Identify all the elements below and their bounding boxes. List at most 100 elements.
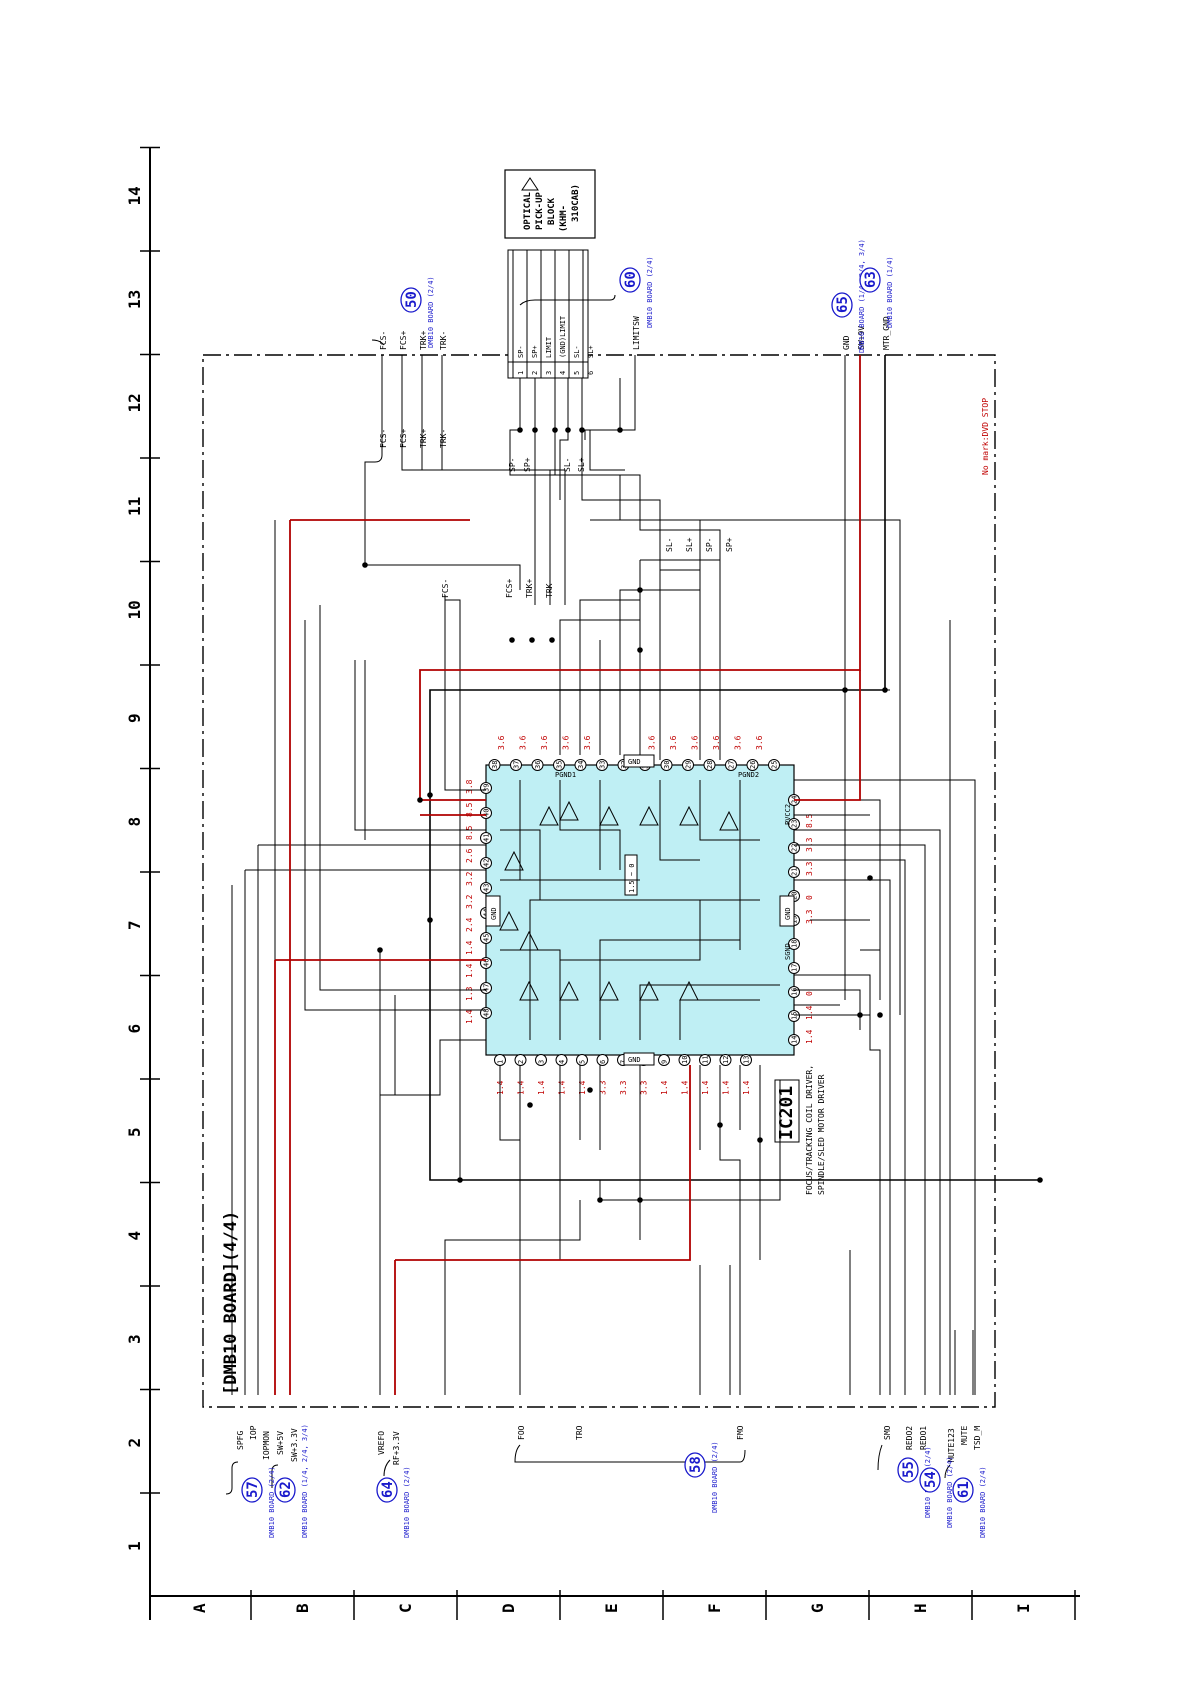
ic-pvcc2: PVCC2: [784, 804, 792, 825]
ref-text-65: DMB10 BOARD (1/4, 2/4, 3/4): [858, 239, 866, 353]
ic-pin-12-num: 12: [722, 1056, 730, 1064]
ic-volt-left-2: 8.5: [465, 825, 474, 840]
ic-pin-17-num: 17: [791, 964, 799, 972]
net-trk-plus-top: TRK+: [419, 331, 428, 350]
net-mute: MUTE: [960, 1426, 969, 1445]
net-smo: SMO: [883, 1425, 892, 1440]
grid-col-5: 5: [125, 1127, 144, 1137]
ref-num-54: 54: [923, 1471, 939, 1488]
net-trk-minus-top: TRK-: [439, 331, 448, 350]
braces: [225, 294, 951, 1495]
net-trk-minus-mid: TRK-: [439, 429, 448, 448]
ref-text-58: DMB10 BOARD (2/4): [711, 1441, 719, 1513]
grid-col-4: 4: [125, 1231, 144, 1241]
amp-13: [719, 810, 739, 831]
ic-sgnd: SGND: [784, 943, 792, 960]
net-fmo: FMO: [736, 1425, 745, 1440]
net-fcs-plus-top: FCS+: [399, 331, 408, 350]
grid-col-13: 13: [125, 290, 144, 309]
ic-pin-14: 14: [788, 1034, 800, 1046]
ic-gnd-right: GND: [784, 907, 792, 920]
junction-dots: [362, 427, 1043, 1203]
grid-row-E: E: [602, 1603, 621, 1613]
ic-volt-left-4: 3.2: [465, 871, 474, 886]
ic-pin-4: 4: [555, 1054, 568, 1066]
ic-volt-right-14: 1.4: [805, 1029, 814, 1044]
grid-col-11: 11: [125, 497, 144, 516]
net-sp-minus-r: SP-: [705, 538, 714, 552]
ref-num-64: 64: [380, 1481, 396, 1498]
junction-24: [637, 1197, 643, 1203]
ic-volt-left-8: 1.4: [465, 963, 474, 978]
ic-pin-21-num: 21: [791, 868, 799, 876]
net-sp-plus-r: SP+: [725, 537, 734, 552]
net-gnd-top: GND: [842, 335, 851, 350]
pickup-pin-3: 3: [545, 371, 553, 375]
net-vrefo: VREFO: [377, 1431, 386, 1455]
pickup-line3: BLOCK: [547, 197, 557, 225]
ic-pin-9-num: 9: [661, 1060, 669, 1064]
ref-num-50: 50: [404, 291, 420, 308]
ic-volt-bottom-5: 1.4: [578, 1080, 587, 1095]
ic-pin-35: 35: [553, 759, 565, 771]
grid-row-H: H: [911, 1603, 930, 1613]
net-fcs-minus-ic: FCS-: [441, 579, 450, 598]
net-mtr-gnd: MTR_GND: [882, 316, 891, 350]
ic-pin-11: 11: [699, 1054, 711, 1066]
ic-pin-2-num: 2: [517, 1060, 525, 1064]
net-sp-plus: SP+: [523, 457, 532, 472]
ref-circle-64: 64 DMB10 BOARD (2/4): [376, 1466, 411, 1538]
junction-19: [417, 797, 423, 803]
grid-col-8: 8: [125, 817, 144, 827]
junction-21: [527, 1102, 533, 1108]
grid-row-B: B: [293, 1603, 312, 1613]
ic-pin-40: 40: [480, 807, 492, 819]
ref-text-50: DMB10 BOARD (2/4): [427, 276, 435, 348]
ic-desc1: FOCUS/TRACKING COIL DRIVER,: [805, 1065, 814, 1195]
ref-num-58: 58: [688, 1456, 704, 1473]
ic-center-label: 1.5 ~ 0: [628, 863, 636, 893]
net-fcs-minus-top: FCS-: [379, 331, 388, 350]
pickup-line1: OPTICAL: [523, 191, 533, 230]
ic-pin-5-num: 5: [579, 1060, 587, 1064]
ic-pin-26: 26: [746, 759, 759, 771]
ic-volt-bottom-3: 1.4: [537, 1080, 546, 1095]
ic-pin-22: 22: [788, 842, 800, 854]
junction-9: [549, 637, 555, 643]
ic-pin-34-num: 34: [577, 761, 585, 769]
ic-gnd-bottom: GND: [628, 1056, 641, 1064]
pickup-pin-name-4: (GND)LIMIT: [559, 315, 567, 358]
net-sw33v: SW+3.3V: [290, 1428, 299, 1462]
ic-pin-33-num: 33: [599, 761, 607, 769]
ic-pin-42-num: 42: [483, 859, 491, 867]
grid-row-G: G: [808, 1603, 827, 1613]
ref-num-60: 60: [623, 271, 639, 288]
net-redo1: REDO1: [919, 1426, 928, 1450]
pickup-line2: PICK-UP: [535, 191, 545, 230]
ic-pin-30: 30: [660, 759, 673, 771]
ic-pin-37: 37: [510, 759, 522, 771]
grid-row-I: I: [1014, 1603, 1033, 1613]
wiring-power: [274, 355, 861, 1395]
ic-pin-38: 38: [488, 759, 501, 771]
ref-text-64: DMB10 BOARD (2/4): [403, 1466, 411, 1538]
ic-pin-1-num: 1: [497, 1060, 505, 1064]
ref-num-55: 55: [901, 1461, 917, 1478]
grid-col-3: 3: [125, 1334, 144, 1344]
ic-pin-2: 2: [514, 1054, 527, 1066]
ic-pin-46-num: 46: [483, 959, 491, 967]
junction-17: [877, 1012, 883, 1018]
net-sp-minus: SP-: [508, 458, 517, 472]
ref-circle-58: 58 DMB10 BOARD (2/4): [684, 1441, 719, 1513]
ic-volt-right-15: 1.4: [805, 1005, 814, 1020]
ic-pin-37-num: 37: [513, 761, 521, 769]
junction-12: [882, 687, 888, 693]
pickup-pin-4: 4: [559, 371, 567, 375]
junction-10: [637, 587, 643, 593]
ic-volt-bottom-13: 1.4: [742, 1080, 751, 1095]
ic-pin-23-num: 23: [791, 820, 799, 828]
